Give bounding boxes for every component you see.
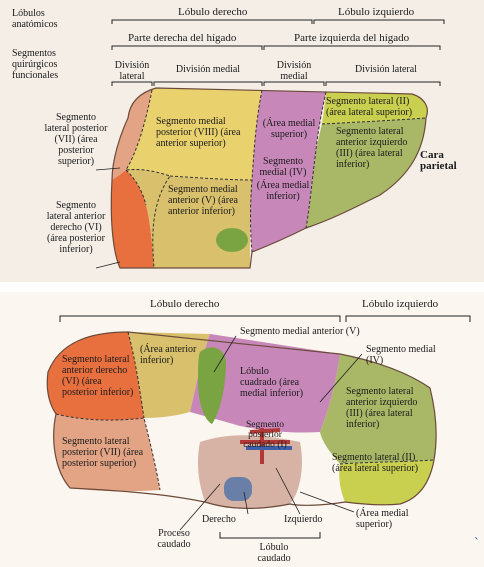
segment-viii-region [126,88,262,180]
segment-vi-label: Segmento lateral anterior derecho (VI) (… [46,200,106,255]
boundary-iv-iii [305,91,327,229]
bracket-div-lateral-left [325,81,441,86]
boundary-right-lateral-medial [125,89,171,269]
division-lateral-right-label: División lateral [114,60,150,82]
b-segment-iv-callout: Segmento medial (IV) [366,344,436,366]
b-segment-iii-region [320,354,437,464]
division-lateral-left-label: División lateral [355,64,417,75]
b-caudate-lobe-label: Lóbulo caudado [257,542,291,564]
b-segment-v-region [128,332,210,418]
boundary-vii-vi [125,169,147,206]
segment-iii-label: Segmento lateral anterior izquierdo (III… [336,126,408,170]
part-right-label: Parte derecha del hígado [128,32,237,44]
b-lobe-left-label: Lóbulo izquierdo [362,298,439,310]
b-segment-vi-region [47,332,144,421]
segment-iii-region [306,118,426,228]
segment-vii-label: Segmento lateral posterior (VII) (área p… [44,112,108,167]
segment-iv-region [250,90,326,252]
b-caudate-segment-label: Segmento posterior caudado (I) [243,420,287,450]
gallbladder-shape [216,228,248,252]
anatomic-lobes-label: Lóbulos anatómicos [12,8,58,30]
division-medial-left-label: División medial [276,60,312,82]
bracket-div-lateral-right [111,81,153,86]
b-caudate-process-label: Proceso caudado [157,528,191,550]
part-left-label: Parte izquierda del hígado [294,32,410,44]
visceral-view-panel: Lóbulo derecho Lóbulo izquierdo Segmento… [0,292,484,567]
lobe-right-label: Lóbulo derecho [178,6,248,18]
bracket-div-medial-left [263,81,325,86]
segment-iv-bottom-label: (Área medial inferior) [256,180,310,202]
b-lobe-right-label: Lóbulo derecho [150,298,220,310]
bracket-div-medial-right [153,81,263,86]
b-segment-ii-region [339,460,434,505]
segment-iv-top-label: (Área medial superior) [262,118,316,140]
b-segment-iii-label: Segmento lateral anterior izquierdo (III… [346,386,418,430]
b-liver-outline [46,331,437,509]
segment-ii-label: Segmento lateral (II) (área lateral supe… [326,96,413,118]
division-medial-right-label: División medial [175,64,241,75]
parietal-surface-label: Cara parietal [420,149,457,172]
segment-viii-label: Segmento medial posterior (VIII) (área a… [156,116,241,149]
b-segment-vi-label: Segmento lateral anterior derecho (VI) (… [62,354,134,398]
boundary-ii-iii [321,117,427,125]
b-left-label: Izquierdo [284,514,323,525]
bracket-part-left [263,45,441,50]
b-gallbladder-shape [198,347,226,424]
segment-vii-region [112,88,156,180]
b-boundary-iii-ii [339,459,435,465]
visceral-view-diagram [46,315,471,539]
b-bracket-caudate [219,532,321,539]
b-vena-cava [224,477,252,501]
boundary-right-left-part [250,89,263,253]
parietal-view-diagram [95,19,445,269]
b-boundary-vi-v [127,331,145,419]
segment-ii-region [322,92,428,124]
boundary-viii-v [169,175,253,181]
functional-segments-label: Segmentos quirúrgicos funcionales [12,48,59,81]
b-bracket-lobe-left [345,315,471,322]
segment-vi-region [111,170,154,268]
b-segment-vii-region [53,414,161,492]
segment-v-label: Segmento medial anterior (V) (área anter… [168,184,238,217]
bracket-lobe-right [111,19,313,24]
b-right-label: Derecho [202,514,236,525]
b-boundary-vi-vii [55,413,161,491]
stray-mark: ` [474,536,479,551]
b-bracket-lobe-right [59,315,341,322]
b-caudate-region [197,435,302,509]
lobe-left-label: Lóbulo izquierdo [338,6,415,18]
bracket-part-right [111,45,263,50]
liver-outline-top [110,87,428,269]
b-segment-v-callout: Segmento medial anterior (V) [240,326,360,337]
segment-iv-label: Segmento medial (IV) [259,156,307,178]
b-quadrate-lobe-label: Lóbulo cuadrado (área medial inferior) [240,366,304,399]
b-segment-ii-label: Segmento lateral (II) (área lateral supe… [332,452,419,474]
b-segment-iv-area-label: (Área medial superior) [356,508,409,530]
b-segment-v-area-label: (Área anterior inferior) [140,344,197,366]
b-segment-iv-region [190,334,340,433]
bracket-lobe-left [313,19,445,24]
parietal-view-panel: Lóbulos anatómicos Segmentos quirúrgicos… [0,0,484,282]
b-segment-vii-label: Segmento lateral posterior (VII) (área p… [62,436,144,469]
